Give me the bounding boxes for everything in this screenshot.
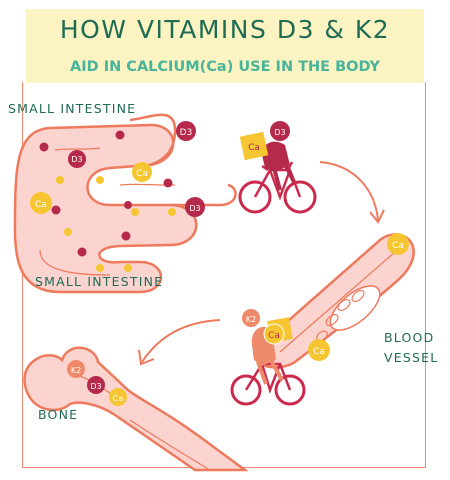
- calcium-badge-label: Ca: [392, 241, 404, 251]
- label-small-intestine-top: SMALL INTESTINE: [8, 101, 137, 116]
- calcium-box-label: Ca: [248, 143, 260, 153]
- k2-badge-label: K2: [71, 366, 81, 375]
- label-vessel: VESSEL: [384, 350, 439, 365]
- label-blood: BLOOD: [384, 330, 435, 345]
- d3-badge-label: D3: [71, 155, 82, 164]
- page-title: HOW VITAMINS D3 & K2: [59, 15, 391, 44]
- bone: K2 D3 Ca: [23, 346, 249, 472]
- small-intestine: D3 D3 Ca Ca D3: [13, 113, 237, 294]
- calcium-badge-label: Ca: [113, 394, 124, 403]
- d3-cyclist: D3 Ca: [238, 121, 317, 214]
- flow-arrows: [138, 161, 385, 366]
- label-bone: BONE: [38, 407, 79, 422]
- d3-badge-label: D3: [90, 382, 101, 391]
- calcium-badge-label: Ca: [35, 200, 47, 210]
- d3-badge-label: D3: [189, 204, 200, 213]
- calcium-badge-label: Ca: [136, 169, 148, 179]
- arrow-to-blood-vessel: [319, 161, 379, 221]
- header-banner: HOW VITAMINS D3 & K2 AID IN CALCIUM(Ca) …: [26, 9, 424, 83]
- page-subtitle: AID IN CALCIUM(Ca) USE IN THE BODY: [70, 59, 380, 75]
- d3-badge-label: D3: [274, 128, 285, 137]
- blood-vessel: Ca Ca: [253, 233, 415, 369]
- calcium-badge-label: Ca: [313, 347, 325, 357]
- label-small-intestine-bottom: SMALL INTESTINE: [35, 274, 164, 289]
- k2-cyclist: K2 Ca: [230, 309, 306, 406]
- k2-badge-label: K2: [246, 315, 256, 324]
- calcium-box-label: Ca: [268, 331, 280, 341]
- arrow-to-bone: [141, 319, 221, 363]
- d3-badge-label: D3: [180, 128, 193, 138]
